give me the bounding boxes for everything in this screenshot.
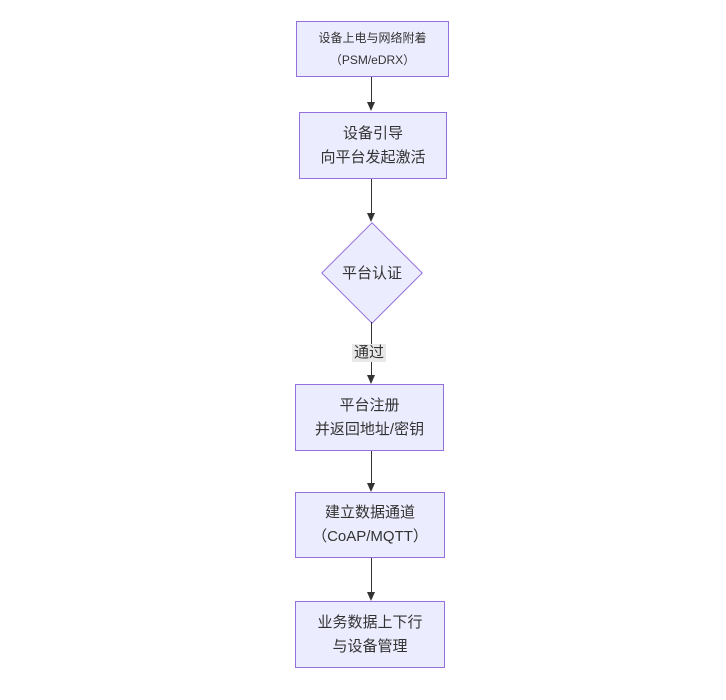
edge-label-pass: 通过 bbox=[351, 344, 387, 362]
node-bootstrap-line1: 设备引导 bbox=[342, 124, 403, 142]
node-platform-register-line2: 并返回地址/密钥 bbox=[314, 420, 425, 438]
node-power-attach-line1: 设备上电与网络附着 bbox=[318, 31, 427, 45]
arrow-down-icon bbox=[367, 102, 375, 111]
arrow-down-icon bbox=[367, 483, 375, 492]
node-power-attach: 设备上电与网络附着 （PSM/eDRX） bbox=[296, 21, 449, 77]
node-bootstrap: 设备引导 向平台发起激活 bbox=[299, 112, 447, 179]
arrow-down-icon bbox=[367, 213, 375, 222]
connector-line-2 bbox=[371, 179, 372, 214]
connector-line-4 bbox=[371, 451, 372, 484]
node-business-data-line2: 与设备管理 bbox=[332, 637, 408, 655]
node-platform-register: 平台注册 并返回地址/密钥 bbox=[295, 384, 444, 451]
node-platform-auth: 平台认证 bbox=[321, 221, 423, 324]
arrow-down-icon bbox=[367, 592, 375, 601]
connector-line-1 bbox=[371, 77, 372, 103]
node-business-data: 业务数据上下行 与设备管理 bbox=[295, 601, 445, 668]
node-business-data-line1: 业务数据上下行 bbox=[317, 613, 423, 631]
node-data-channel-line2: （CoAP/MQTT） bbox=[312, 528, 428, 545]
node-data-channel-line1: 建立数据通道 bbox=[324, 504, 415, 521]
node-bootstrap-line2: 向平台发起激活 bbox=[320, 148, 426, 166]
connector-line-5 bbox=[371, 558, 372, 592]
arrow-down-icon bbox=[367, 375, 375, 384]
node-data-channel: 建立数据通道 （CoAP/MQTT） bbox=[295, 492, 445, 558]
node-power-attach-line2: （PSM/eDRX） bbox=[329, 53, 416, 67]
node-platform-auth-label: 平台认证 bbox=[341, 265, 402, 282]
node-platform-register-line1: 平台注册 bbox=[339, 396, 400, 414]
